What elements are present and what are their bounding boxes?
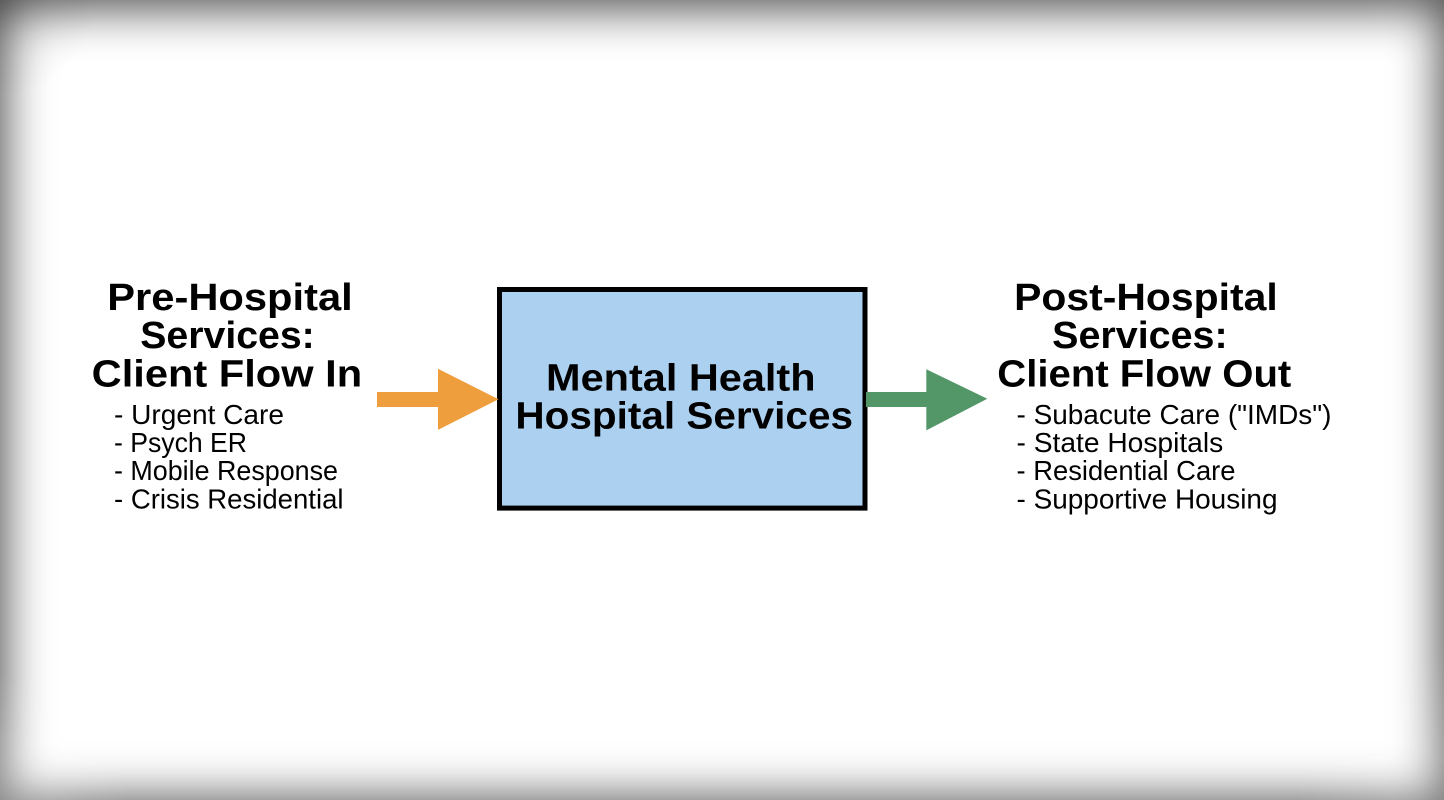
svg-text:Pre-Hospital: Pre-Hospital (107, 277, 353, 319)
svg-text:- Residential Care: - Residential Care (1017, 455, 1236, 486)
svg-text:- Urgent Care: - Urgent Care (114, 399, 284, 430)
svg-text:Client Flow Out: Client Flow Out (997, 354, 1291, 396)
svg-text:- Supportive Housing: - Supportive Housing (1017, 483, 1278, 514)
svg-text:- Subacute Care ("IMDs"): - Subacute Care ("IMDs") (1017, 399, 1332, 430)
svg-text:Services:: Services: (140, 315, 315, 357)
svg-text:- Mobile Response: - Mobile Response (114, 455, 338, 486)
svg-text:Post-Hospital: Post-Hospital (1014, 277, 1278, 319)
svg-text:Services:: Services: (1052, 315, 1228, 357)
svg-text:- Psych ER: - Psych ER (114, 427, 247, 458)
svg-text:Hospital Services: Hospital Services (515, 395, 853, 437)
svg-text:Mental Health: Mental Health (546, 357, 816, 399)
svg-text:- Crisis Residential: - Crisis Residential (114, 483, 344, 514)
svg-text:- State Hospitals: - State Hospitals (1017, 427, 1224, 458)
svg-text:Client Flow In: Client Flow In (92, 354, 363, 396)
